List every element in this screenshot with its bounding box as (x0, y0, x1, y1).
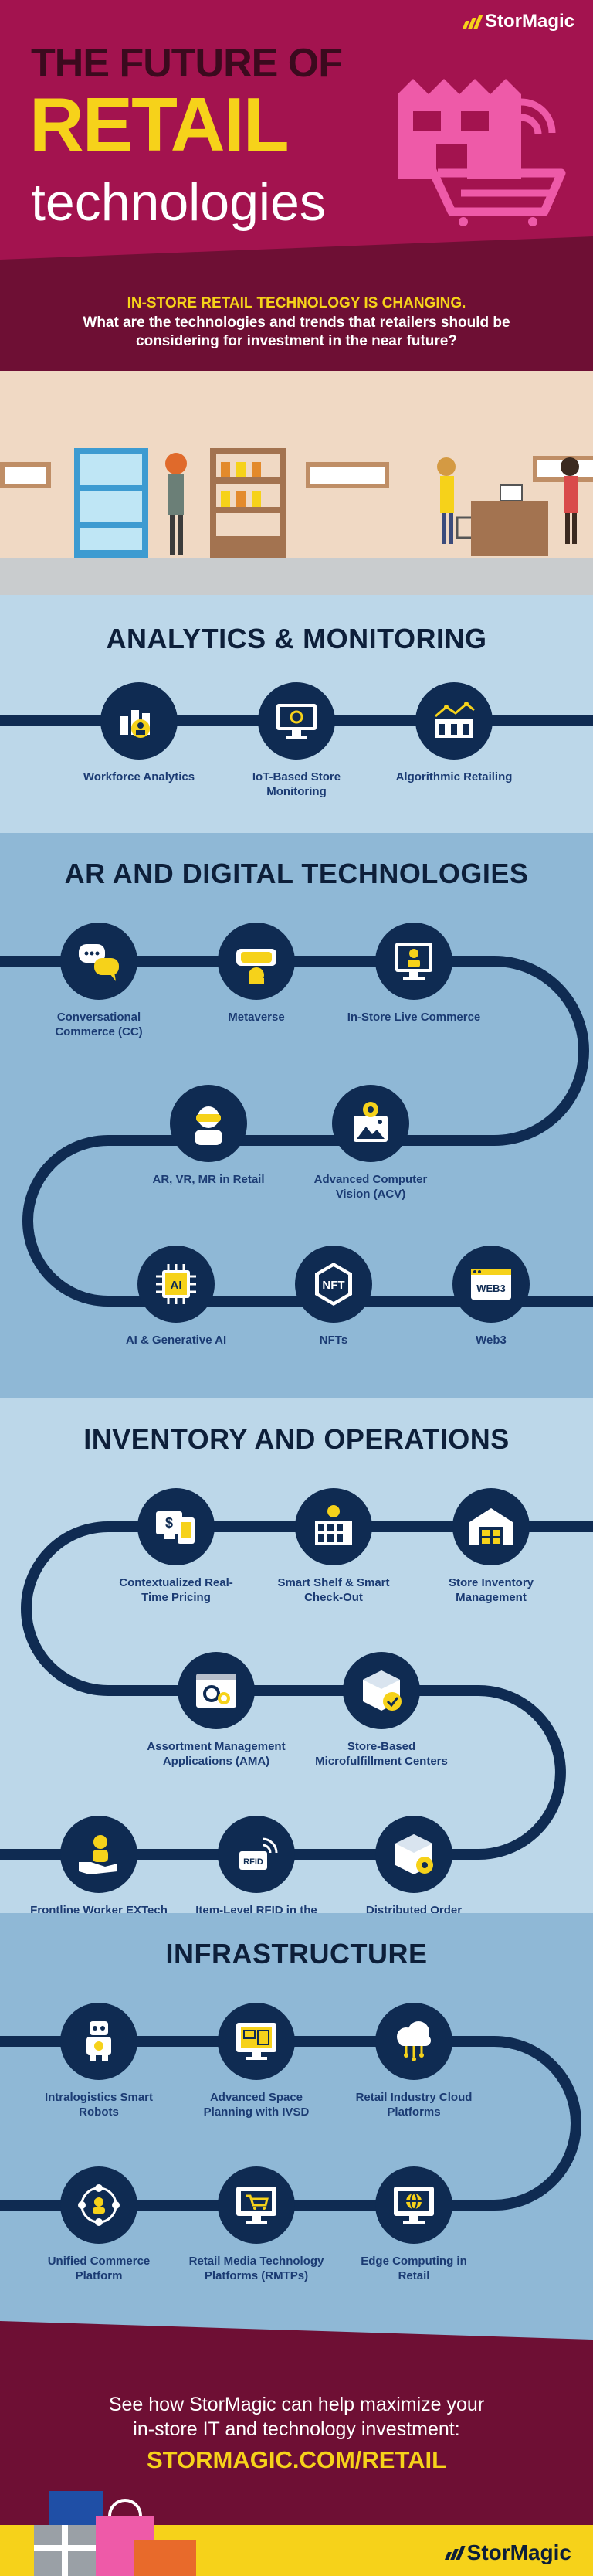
pricing-icon[interactable]: $ (137, 1488, 215, 1565)
network-user-icon[interactable] (60, 2166, 137, 2244)
section-title: INVENTORY AND OPERATIONS (83, 1423, 510, 1455)
vr-headset-icon[interactable] (218, 923, 295, 1000)
section-analytics-monitoring: ANALYTICS & MONITORING Workforce Analyti… (0, 595, 593, 833)
store-floor (0, 558, 593, 595)
item-label: Algorithmic Retailing (395, 770, 513, 783)
store-scene (0, 371, 593, 595)
item-label: Store-Based Microfulfillment Centers (315, 1740, 448, 1768)
item-label: Frontline Worker EXTech in Retail (30, 1904, 168, 1913)
live-stream-icon[interactable] (375, 923, 452, 1000)
chat-bubbles-icon[interactable] (60, 923, 137, 1000)
item-label: Workforce Analytics (83, 770, 195, 783)
package-gear-icon[interactable] (375, 1816, 452, 1893)
web3-badge: WEB3 (476, 1283, 506, 1294)
iot-monitoring-icon[interactable] (258, 682, 335, 760)
rfid-badge: RFID (243, 1857, 263, 1867)
item-label: IoT-Based Store Monitoring (252, 770, 341, 798)
ai-chip-icon[interactable]: AI (137, 1246, 215, 1323)
timeline-track (0, 956, 593, 1307)
item-label: Contextualized Real-Time Pricing (119, 1576, 233, 1604)
smart-shelf-icon[interactable] (295, 1488, 372, 1565)
item-label: Intralogistics Smart Robots (44, 2091, 154, 2119)
item-label: NFTs (319, 1334, 348, 1347)
svg-text:$: $ (165, 1515, 173, 1531)
cloud-icon[interactable] (375, 2003, 452, 2080)
title-line-1: THE FUTURE OF (31, 41, 343, 86)
item-label: Edge Computing in Retail (361, 2255, 467, 2282)
worker-hand-icon[interactable] (60, 1816, 137, 1893)
intro-band: IN-STORE RETAIL TECHNOLOGY IS CHANGING. … (0, 232, 593, 371)
footer-divider (0, 2316, 593, 2340)
cart-monitor-icon[interactable] (218, 2166, 295, 2244)
package-check-icon[interactable] (343, 1652, 420, 1729)
item-label: Web3 (476, 1334, 507, 1347)
intro-divider (0, 232, 593, 260)
item-label: Smart Shelf & Smart Check-Out (277, 1576, 390, 1604)
section-title: ANALYTICS & MONITORING (106, 623, 487, 654)
footer-cta: See how StorMagic can help maximize your… (0, 2316, 593, 2576)
brand-logo[interactable]: StorMagic (444, 2540, 571, 2565)
workforce-analytics-icon[interactable] (100, 682, 178, 760)
item-label: AI & Generative AI (125, 1334, 227, 1347)
item-label: Distributed Order Management (365, 1904, 463, 1913)
title-line-3: technologies (31, 173, 326, 232)
item-label: Advanced Space Planning with IVSD (203, 2091, 310, 2119)
item-label: Assortment Management Applications (AMA) (147, 1740, 286, 1768)
computer-vision-icon[interactable] (332, 1085, 409, 1162)
section-title: AR AND DIGITAL TECHNOLOGIES (64, 858, 529, 889)
logo-mark-icon (444, 2546, 466, 2560)
footer-line-2: in-store IT and technology investment: (133, 2418, 460, 2440)
item-label: Conversational Commerce (CC) (55, 1011, 143, 1038)
brand-logo[interactable]: StorMagic (462, 11, 574, 32)
footer-line-1: See how StorMagic can help maximize your (108, 2394, 485, 2415)
gift-bags-icon (34, 2491, 196, 2576)
item-label: Store Inventory Management (448, 1576, 534, 1604)
brand-name: StorMagic (484, 11, 574, 32)
timeline-track (0, 1521, 593, 1860)
item-label: Unified Commerce Platform (47, 2255, 151, 2282)
rfid-icon[interactable]: RFID (218, 1816, 295, 1893)
robot-icon[interactable] (60, 2003, 137, 2080)
nft-badge: NFT (322, 1279, 344, 1292)
item-label: Advanced Computer Vision (ACV) (313, 1173, 428, 1201)
floorplan-icon[interactable] (218, 2003, 295, 2080)
footer-link[interactable]: STORMAGIC.COM/RETAIL (146, 2446, 447, 2473)
item-label: Metaverse (228, 1011, 285, 1024)
section-ar-digital: AR AND DIGITAL TECHNOLOGIES Conversation… (0, 833, 593, 1398)
item-label: Item-Level RFID in the Store (195, 1904, 317, 1913)
store-scene-illustration (0, 448, 593, 558)
item-label: Retail Industry Cloud Platforms (355, 2091, 473, 2119)
title-line-2: RETAIL (29, 82, 290, 167)
section-inventory-operations: INVENTORY AND OPERATIONS $ Contextualize… (0, 1398, 593, 1913)
item-label: In-Store Live Commerce (347, 1011, 481, 1024)
brand-name: StorMagic (466, 2540, 571, 2564)
settings-window-icon[interactable] (178, 1652, 255, 1729)
section-infrastructure: INFRASTRUCTURE Intralogistics Smart Robo… (0, 1913, 593, 2316)
globe-monitor-icon[interactable] (375, 2166, 452, 2244)
ai-badge: AI (171, 1279, 182, 1292)
item-label: Retail Media Technology Platforms (RMTPs… (188, 2255, 324, 2282)
intro-headline: IN-STORE RETAIL TECHNOLOGY IS CHANGING. (127, 295, 466, 311)
section-title: INFRASTRUCTURE (165, 1938, 428, 1969)
store-cart-icon (398, 79, 566, 226)
timeline-track (0, 2036, 581, 2211)
algorithmic-retailing-icon[interactable] (415, 682, 493, 760)
warehouse-icon[interactable] (452, 1488, 530, 1565)
nft-icon[interactable]: NFT (295, 1246, 372, 1323)
intro-question: What are the technologies and trends tha… (83, 314, 510, 349)
vr-user-icon[interactable] (170, 1085, 247, 1162)
hero-header: StorMagic THE FUTURE OF RETAIL technolog… (0, 0, 593, 232)
web3-icon[interactable]: WEB3 (452, 1246, 530, 1323)
logo-mark-icon (462, 15, 483, 29)
item-label: AR, VR, MR in Retail (152, 1173, 265, 1186)
